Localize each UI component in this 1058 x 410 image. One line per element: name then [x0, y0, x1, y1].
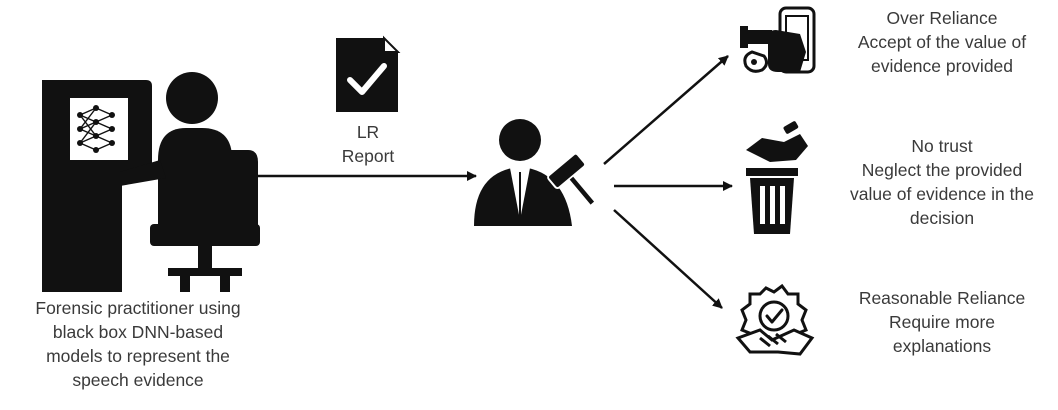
outcome-title: Reasonable Reliance	[826, 286, 1058, 310]
outcome-line: evidence provided	[826, 54, 1058, 78]
outcome-line: value of evidence in the	[826, 182, 1058, 206]
lr-report-label: LR Report	[326, 120, 410, 168]
caption-line: Forensic practitioner using	[0, 296, 276, 320]
caption-line: models to represent the	[0, 344, 276, 368]
handshake-in-trash-icon	[746, 121, 808, 234]
outcome-line: decision	[826, 206, 1058, 230]
report-label-line: LR	[326, 120, 410, 144]
handcuffed-phone-icon	[740, 8, 814, 72]
judge-gavel-icon	[474, 119, 608, 226]
outcome-line: Accept of the value of	[826, 30, 1058, 54]
arrow-to-over-reliance	[604, 56, 728, 164]
outcome-line: Require more	[826, 310, 1058, 334]
forensic-practitioner-computer-icon	[42, 72, 260, 292]
practitioner-caption: Forensic practitioner using black box DN…	[0, 296, 276, 392]
outcome-line: Neglect the provided	[826, 158, 1058, 182]
award-badge-handshake-icon	[738, 286, 812, 354]
outcome-title: Over Reliance	[826, 6, 1058, 30]
outcome-line: explanations	[826, 334, 1058, 358]
arrow-to-reasonable-reliance	[614, 210, 722, 308]
outcome-title: No trust	[826, 134, 1058, 158]
outcome-no-trust: No trust Neglect the provided value of e…	[826, 134, 1058, 230]
caption-line: speech evidence	[0, 368, 276, 392]
outcome-reasonable-reliance: Reasonable Reliance Require more explana…	[826, 286, 1058, 358]
lr-report-document-icon	[336, 38, 398, 112]
caption-line: black box DNN-based	[0, 320, 276, 344]
outcome-over-reliance: Over Reliance Accept of the value of evi…	[826, 6, 1058, 78]
report-label-line: Report	[326, 144, 410, 168]
